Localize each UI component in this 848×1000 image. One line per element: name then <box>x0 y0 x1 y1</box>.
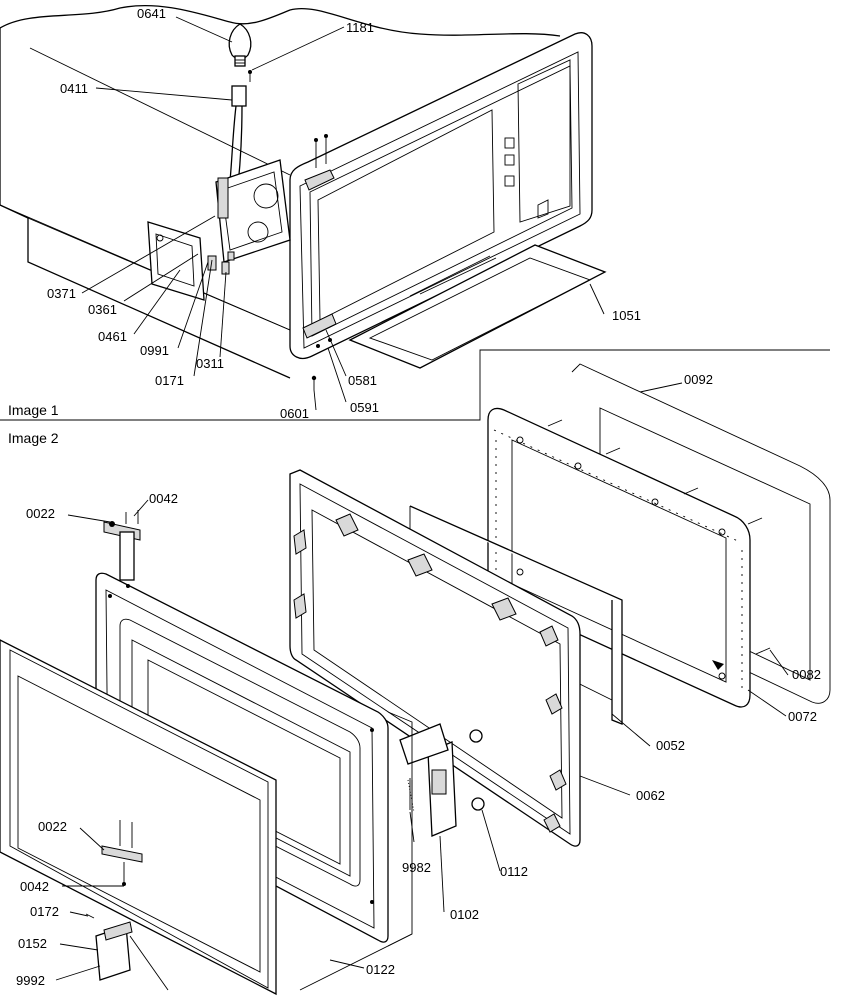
part-label-0152: 0152 <box>18 936 47 951</box>
part-label-0581: 0581 <box>348 373 377 388</box>
door-outer-glass <box>571 363 831 704</box>
lamp-bracket-assembly <box>215 159 291 263</box>
image-2-caption: Image 2 <box>8 430 59 446</box>
part-label-0641: 0641 <box>137 6 166 21</box>
image-1-labels: 0641 1181 0411 0371 0361 0461 0991 0311 … <box>47 6 641 421</box>
part-label-0052: 0052 <box>656 738 685 753</box>
leader-lines <box>55 16 789 981</box>
part-label-0092: 0092 <box>684 372 713 387</box>
part-label-0042-bottom: 0042 <box>20 879 49 894</box>
part-label-9982: 9982 <box>402 860 431 875</box>
part-label-0601: 0601 <box>280 406 309 421</box>
part-label-1181: 1181 <box>346 20 374 35</box>
cabinet-front-frame <box>289 32 593 360</box>
cabinet-top-break <box>0 4 561 37</box>
part-label-9992: 9992 <box>16 973 45 988</box>
part-label-0591: 0591 <box>350 400 379 415</box>
part-label-0122: 0122 <box>366 962 395 977</box>
hinge-bottom-door <box>101 820 143 886</box>
image-2-drawing <box>0 363 831 996</box>
part-label-0062: 0062 <box>636 788 665 803</box>
part-label-0172: 0172 <box>30 904 59 919</box>
part-label-0171: 0171 <box>155 373 184 388</box>
image-1-caption: Image 1 <box>8 402 59 418</box>
part-label-0022-top: 0022 <box>26 506 55 521</box>
image-2-labels: 0092 0022 0042 0082 0072 0052 0062 0022 … <box>16 372 821 988</box>
image-1-drawing <box>0 4 607 390</box>
part-label-0022-bottom: 0022 <box>38 819 67 834</box>
part-label-0411: 0411 <box>60 81 88 96</box>
part-label-0461: 0461 <box>98 329 127 344</box>
part-label-0072: 0072 <box>788 709 817 724</box>
choke-screws <box>547 419 771 655</box>
latch-assembly <box>399 723 485 837</box>
part-label-0102: 0102 <box>450 907 479 922</box>
part-label-0082: 0082 <box>792 667 821 682</box>
part-label-0991: 0991 <box>140 343 169 358</box>
part-label-0371: 0371 <box>47 286 76 301</box>
door-outer-panel <box>0 639 277 996</box>
part-label-1051: 1051 <box>612 308 641 323</box>
image-1-divider <box>0 349 830 421</box>
drip-tray <box>348 244 607 369</box>
cabinet-top-edge <box>29 47 291 176</box>
door-inner-glass <box>409 505 623 725</box>
part-label-0042-top: 0042 <box>149 491 178 506</box>
part-label-0112: 0112 <box>500 864 528 879</box>
cover-plate <box>147 221 205 301</box>
lamp-bulb <box>228 23 252 67</box>
hinge-bracket-top <box>304 134 335 191</box>
hinge-top-door <box>103 510 141 581</box>
oven-window <box>317 109 495 321</box>
control-panel <box>517 59 571 223</box>
door-handle <box>85 913 169 991</box>
part-label-0361: 0361 <box>88 302 117 317</box>
switch-part <box>207 255 217 271</box>
door-inner-frame <box>289 469 581 847</box>
part-label-0311: 0311 <box>196 356 224 371</box>
